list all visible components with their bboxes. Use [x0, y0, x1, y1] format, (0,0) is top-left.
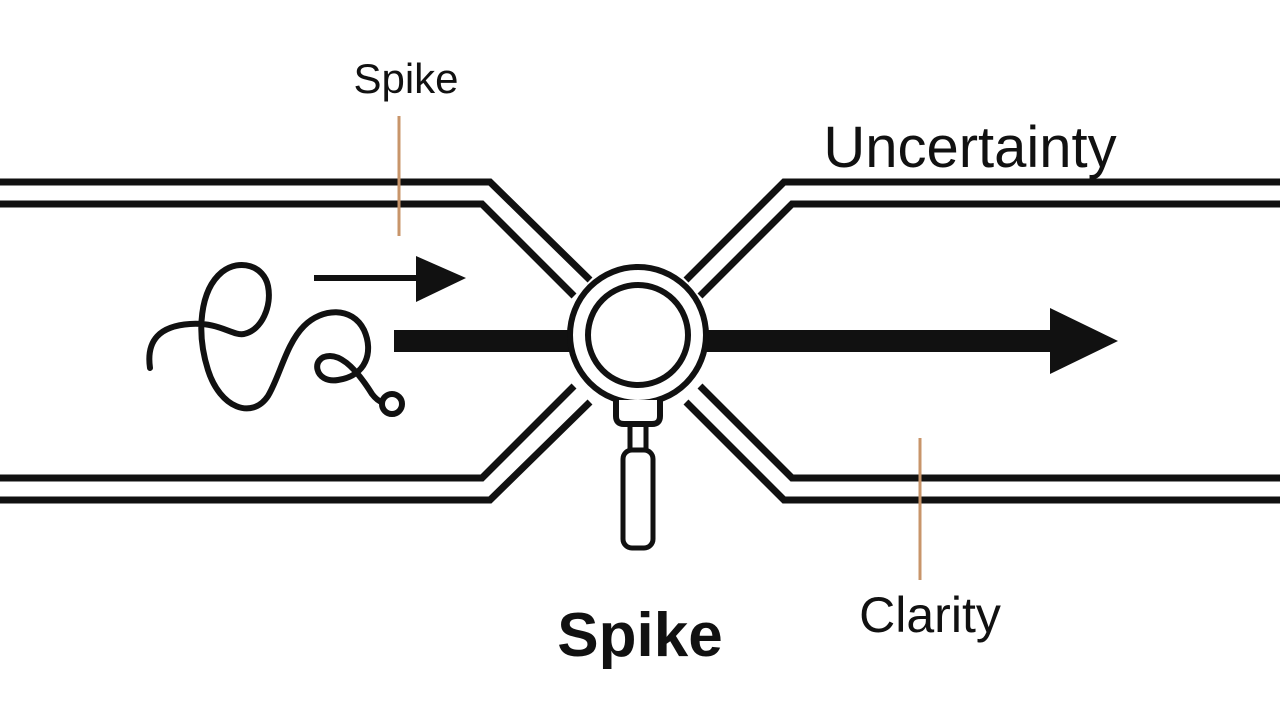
top-inner-line-right	[697, 200, 1280, 299]
top-outer-line-right	[683, 178, 1280, 283]
bottom-outer-line	[0, 399, 593, 504]
bottom-inner-line-right	[697, 383, 1280, 482]
clarity-label: Clarity	[859, 587, 1001, 643]
spike-bottom-label: Spike	[557, 601, 722, 670]
uncertainty-label: Uncertainty	[823, 115, 1116, 180]
tangled-line-icon	[146, 261, 405, 417]
top-inner-line	[0, 200, 577, 299]
thin-arrow	[314, 256, 466, 302]
spike-top-label: Spike	[353, 55, 458, 102]
corridor-lines	[0, 178, 1280, 504]
top-outer-line	[0, 178, 593, 283]
bottom-inner-line	[0, 383, 577, 482]
bottom-outer-line-right	[683, 399, 1280, 504]
magnifying-glass-icon	[567, 264, 709, 551]
thick-arrow	[394, 308, 1118, 374]
